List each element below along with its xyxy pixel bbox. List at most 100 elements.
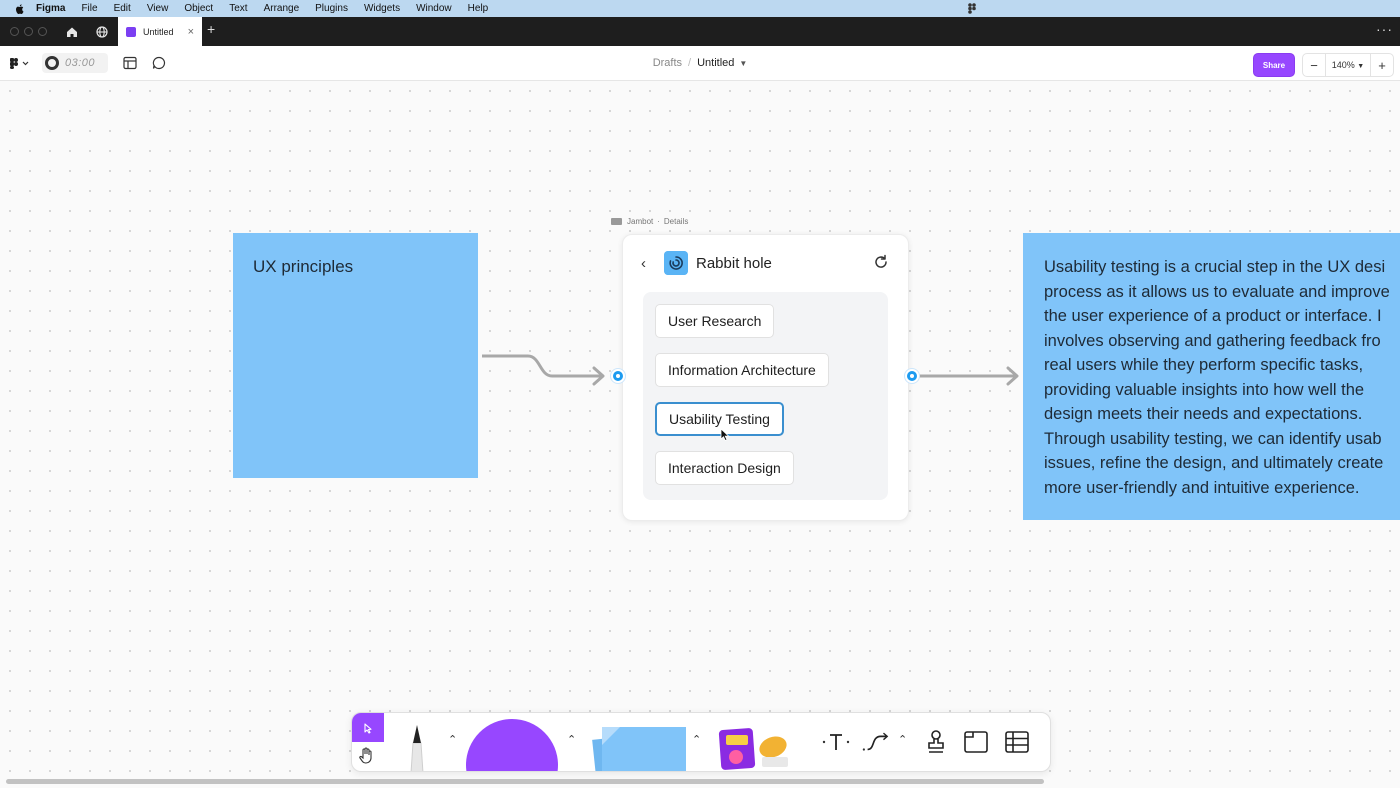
sticky-text-line: Usability testing is a crucial step in t… (1044, 258, 1386, 276)
widget-label-separator: · (657, 217, 660, 226)
window-close-button[interactable] (10, 27, 19, 36)
shape-tool-circle-icon[interactable] (464, 717, 560, 771)
horizontal-scrollbar[interactable] (6, 779, 1044, 784)
connector-curve-icon (862, 732, 889, 751)
timer-value: 03:00 (65, 57, 96, 69)
table-tool-button[interactable] (1003, 728, 1031, 756)
topic-options-list: User Research Information Architecture U… (643, 292, 888, 500)
sticky-note-text: UX principles (253, 257, 354, 276)
zoom-in-button[interactable]: + (1378, 57, 1386, 73)
cursor-arrow-icon (364, 722, 372, 734)
breadcrumb-separator: / (688, 57, 692, 69)
topic-option-usability-testing[interactable]: Usability Testing (655, 402, 784, 436)
refresh-icon[interactable] (873, 254, 889, 270)
sticky-text-line: process as it allows us to evaluate and … (1044, 282, 1390, 301)
menu-widgets[interactable]: Widgets (363, 3, 401, 14)
file-toolbar: 03:00 Drafts / Untitled ▼ Share − 140% ▼ + (0, 46, 1400, 81)
widget-icon (611, 218, 622, 225)
sticky-note-usability-testing[interactable]: Usability testing is a crucial step in t… (1023, 233, 1400, 520)
sticky-text-line: involves observing and gathering feedbac… (1044, 331, 1381, 350)
text-t-icon (822, 734, 850, 750)
menu-app-name[interactable]: Figma (36, 3, 66, 14)
section-tool-button[interactable] (962, 728, 990, 756)
more-options-icon[interactable]: ··· (1376, 21, 1393, 37)
sticky-note-ux-principles[interactable]: UX principles (233, 233, 478, 478)
main-menu-icon[interactable] (9, 57, 31, 69)
zoom-out-button[interactable]: − (1310, 57, 1318, 73)
rabbit-hole-logo-icon (664, 251, 688, 275)
menu-help[interactable]: Help (467, 3, 489, 14)
move-tool-button[interactable] (352, 713, 384, 742)
zoom-level-value: 140% (1331, 60, 1355, 70)
menu-plugins[interactable]: Plugins (315, 3, 348, 14)
widget-title: Rabbit hole (696, 255, 772, 272)
sticky-text-line: real users while they perform specific t… (1044, 356, 1364, 374)
sticky-text-line: Through usability testing, we can identi… (1044, 429, 1382, 448)
menu-file[interactable]: File (81, 3, 98, 14)
tab-untitled[interactable]: Untitled × (118, 17, 202, 46)
chevron-up-icon[interactable]: ⌃ (567, 734, 577, 746)
table-grid-icon (1005, 731, 1029, 753)
breadcrumb-file-name[interactable]: Untitled (697, 57, 735, 69)
marker-pen-tool-icon[interactable] (397, 721, 437, 772)
comment-icon[interactable] (151, 55, 167, 71)
sticky-text-line: design meets their needs and expectation… (1044, 405, 1363, 423)
chevron-up-icon[interactable]: ⌃ (448, 734, 458, 746)
connector-arrow-right[interactable] (910, 362, 1025, 392)
globe-icon[interactable] (94, 24, 110, 40)
timer-dial-icon (45, 56, 59, 70)
sticky-text-line: issues, refine the design, and ultimatel… (1044, 454, 1384, 472)
tab-title: Untitled (143, 26, 174, 37)
topic-option-information-architecture[interactable]: Information Architecture (655, 353, 829, 387)
widget-label-name: Jambot (627, 217, 654, 226)
topic-option-user-research[interactable]: User Research (655, 304, 775, 338)
breadcrumb: Drafts / Untitled ▼ (0, 57, 1400, 69)
menu-arrange[interactable]: Arrange (263, 3, 300, 14)
layout-panel-icon[interactable] (122, 55, 138, 71)
timer-widget[interactable]: 03:00 (42, 53, 108, 73)
tab-bar: Untitled × + ··· (0, 17, 1400, 46)
stickers-stamps-icon[interactable] (718, 725, 796, 771)
connector-arrow-left[interactable] (478, 340, 628, 390)
mouse-cursor-icon (720, 428, 730, 442)
chevron-up-icon[interactable]: ⌃ (692, 734, 702, 746)
stamp-tool-button[interactable] (922, 728, 950, 756)
chevron-down-icon[interactable]: ▼ (739, 59, 748, 68)
sticky-text-line: providing valuable insights into how wel… (1044, 380, 1365, 399)
window-zoom-button[interactable] (38, 27, 47, 36)
breadcrumb-drafts[interactable]: Drafts (652, 57, 683, 69)
sticky-text-line: more user-friendly and intuitive experie… (1044, 478, 1360, 497)
stamp-icon (928, 730, 944, 753)
jambot-widget-card[interactable]: ‹ Rabbit hole User Research Information … (622, 234, 909, 521)
apple-icon[interactable] (14, 3, 26, 15)
window-minimize-button[interactable] (24, 27, 33, 36)
chevron-left-icon[interactable]: ‹ (641, 255, 646, 272)
menu-view[interactable]: View (146, 3, 169, 14)
sticky-note-tool-icon[interactable] (580, 721, 686, 772)
new-tab-button[interactable]: + (207, 21, 216, 37)
jambot-widget-label[interactable]: Jambot · Details (611, 217, 688, 226)
topic-option-interaction-design[interactable]: Interaction Design (655, 451, 794, 485)
macos-menu-bar: Figma File Edit View Object Text Arrange… (0, 0, 1400, 17)
menu-window[interactable]: Window (416, 3, 452, 14)
creation-toolbar: ⌃ ⌃ ⌃ ⌃ (351, 712, 1051, 772)
connector-tool-button[interactable] (862, 728, 890, 756)
tab-close-icon[interactable]: × (187, 25, 194, 38)
chevron-up-icon[interactable]: ⌃ (898, 734, 908, 746)
text-tool-button[interactable] (822, 728, 850, 756)
home-icon[interactable] (64, 24, 80, 40)
menu-text[interactable]: Text (229, 3, 248, 14)
share-button[interactable]: Share (1253, 53, 1295, 77)
widget-label-sub: Details (663, 217, 689, 226)
figjam-file-icon (126, 26, 136, 37)
chevron-down-icon: ▼ (1357, 63, 1365, 70)
menu-object[interactable]: Object (184, 3, 214, 14)
zoom-level-dropdown[interactable]: 140% ▼ (1325, 54, 1371, 76)
zoom-control: − 140% ▼ + (1302, 53, 1394, 77)
sticky-note-text: Usability testing is a crucial step in t… (1044, 255, 1400, 500)
connection-port-right[interactable] (905, 369, 919, 383)
hand-tool-icon[interactable] (358, 746, 374, 764)
connection-port-left[interactable] (611, 369, 625, 383)
figma-status-icon[interactable] (968, 3, 976, 14)
menu-edit[interactable]: Edit (113, 3, 131, 14)
